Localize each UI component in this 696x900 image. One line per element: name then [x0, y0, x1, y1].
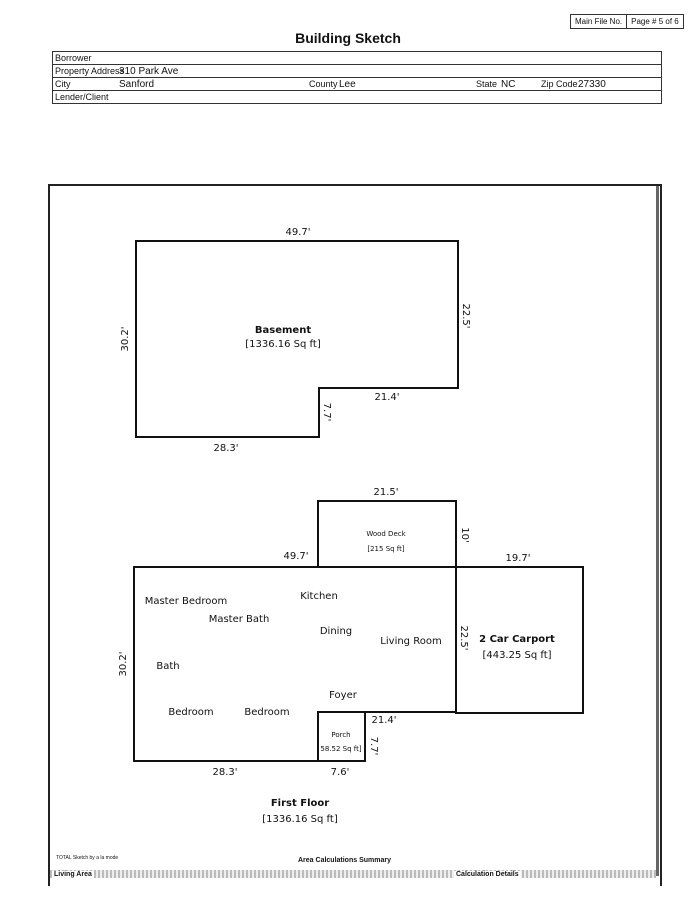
room-label: Living Room	[380, 636, 441, 647]
carport-outline	[455, 566, 584, 714]
basement-right-dim: 22.5'	[460, 303, 471, 328]
basement-notch-top-dim: 21.4'	[374, 392, 399, 403]
basement-bottom-dim: 28.3'	[213, 443, 238, 454]
wood-deck-top-dim: 21.5'	[373, 487, 398, 498]
first-floor-area: [1336.16 Sq ft]	[262, 814, 338, 825]
calculation-details-label: Calculation Details	[454, 871, 521, 878]
basement-name: Basement	[255, 325, 311, 336]
living-area-label: Living Area	[52, 871, 94, 878]
room-label: Master Bedroom	[145, 596, 228, 607]
wood-deck-area: [215 Sq ft]	[367, 545, 405, 553]
sketch-frame	[48, 184, 662, 886]
property-address-row: Property Address 310 Park Ave	[53, 65, 661, 78]
county-value: Lee	[339, 79, 356, 90]
city-row: City Sanford County Lee State NC Zip Cod…	[53, 78, 661, 91]
first-floor-left-dim: 30.2'	[118, 651, 129, 676]
first-floor-name: First Floor	[271, 798, 329, 809]
porch-bottom-dim: 7.6'	[331, 767, 350, 778]
zip-code-value: 27330	[578, 79, 606, 90]
room-label: Bath	[156, 661, 179, 672]
borrower-row: Borrower	[53, 52, 661, 65]
room-label: Foyer	[329, 690, 358, 701]
city-label: City	[55, 79, 71, 89]
lender-row: Lender/Client	[53, 91, 661, 103]
room-label: Bedroom	[244, 707, 289, 718]
sketch-frame-edge	[656, 186, 659, 876]
carport-top-dim: 19.7'	[505, 553, 530, 564]
property-address-value: 310 Park Ave	[119, 66, 179, 77]
property-info-table: Borrower Property Address 310 Park Ave C…	[52, 51, 662, 104]
footer-divider	[50, 870, 656, 878]
property-address-label: Property Address	[55, 66, 125, 76]
city-value: Sanford	[119, 79, 155, 90]
room-label: Bedroom	[168, 707, 213, 718]
county-label: County	[309, 79, 338, 89]
first-floor-bottom-dim: 28.3'	[212, 767, 237, 778]
porch-outline	[317, 711, 366, 762]
room-label: Kitchen	[300, 591, 338, 602]
borrower-label: Borrower	[55, 53, 92, 63]
room-label: Dining	[320, 626, 352, 637]
first-floor-right-dim: 22.5'	[458, 625, 469, 650]
state-value: NC	[501, 79, 516, 90]
file-info-box: Main File No. Page # 5 of 6	[570, 14, 684, 29]
basement-notch-side-dim: 7.7'	[321, 403, 332, 422]
basement-area: [1336.16 Sq ft]	[245, 339, 321, 350]
wood-deck-name: Wood Deck	[366, 530, 406, 538]
basement-top-dim: 49.7'	[285, 227, 310, 238]
porch-area: 58.52 Sq ft]	[320, 745, 361, 753]
page-number: Page # 5 of 6	[627, 14, 684, 29]
wood-deck-outline	[317, 500, 457, 568]
page-title: Building Sketch	[295, 30, 401, 46]
main-file-label: Main File No.	[570, 14, 628, 29]
carport-name: 2 Car Carport	[479, 634, 555, 645]
porch-name: Porch	[331, 731, 350, 739]
first-floor-notch-top-dim: 21.4'	[371, 715, 396, 726]
basement-left-dim: 30.2'	[120, 326, 131, 351]
zip-code-label: Zip Code	[541, 79, 578, 89]
room-label: Master Bath	[209, 614, 270, 625]
state-label: State	[476, 79, 498, 89]
wood-deck-side-dim: 10'	[459, 527, 470, 542]
carport-area: [443.25 Sq ft]	[482, 650, 551, 661]
basement-outline	[135, 240, 459, 438]
lender-client-label: Lender/Client	[55, 92, 109, 102]
first-floor-top-dim: 49.7'	[283, 551, 308, 562]
software-credit: TOTAL Sketch by a la mode	[56, 855, 119, 861]
first-floor-notch-side-dim: 7.7'	[368, 737, 379, 756]
area-summary-title: Area Calculations Summary	[298, 857, 391, 864]
